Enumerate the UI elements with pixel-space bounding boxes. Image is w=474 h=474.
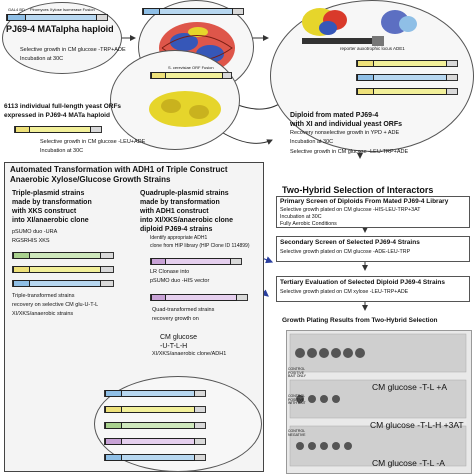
quad-plasmid-5 [104, 454, 206, 461]
arrow-mid-2 [217, 129, 273, 145]
gal4-bd-label: GAL4 BD [8, 7, 25, 12]
primary-body-2: Fully Aerobic Conditions [280, 221, 337, 227]
col1-title-2: with XKS construct [12, 208, 77, 215]
diploid-title: Diploid from mated PJ69-4 [290, 112, 379, 119]
orf-fusion-label: S. cerevisiae ORF Fusion [168, 65, 214, 70]
col1-title-3: into XI/anaerobic clone [12, 217, 89, 224]
col1-body-3: recovery on selective CM glu-U-T-L [12, 302, 99, 308]
orf-library-label-2: expressed in PJ69-4 MATa haploid [4, 112, 110, 119]
col1-plasmid-b [12, 266, 114, 273]
mata-selection: Selective growth in CM glucose -LEU+ADE [40, 139, 146, 145]
col2-title-3: into XI/XKS/anaerobic clone [140, 217, 233, 224]
col2-plasmid-b [150, 294, 248, 301]
col1-body-0: pSUMO duo -URA [12, 229, 58, 235]
mat-alpha-strain-label: PJ69-4 MATalpha haploid [6, 24, 114, 34]
panel-title-2: Anaerobic Xylose/Glucose Growth Strains [10, 175, 171, 184]
col1-plasmid-c [12, 280, 114, 287]
bd-plasmid-2 [142, 8, 244, 15]
col2-body-6: CM glucose [160, 334, 197, 341]
primary-body-0: Selective growth plated on CM glucose -H… [280, 207, 421, 213]
orf-protein-structure-icon [149, 91, 221, 127]
tertiary-screen-box [276, 276, 470, 302]
bd-plasmid-r1 [356, 74, 458, 81]
diploid-recovery: Recovery nonselective growth in YPD + AD… [290, 130, 400, 136]
plate-spots [289, 333, 467, 467]
col1-title-1: made by transformation [12, 199, 92, 206]
control-label-2: CONTROL NEGATIVE [288, 429, 306, 437]
col2-body-4: Quad-transformed strains [152, 307, 215, 313]
mata-incubation: Incubation at 30C [40, 148, 84, 154]
plate-row-label-1: CM glucose -T-L-H +3AT [370, 420, 464, 430]
col1-body-1: RGSRHIS XKS [12, 238, 50, 244]
col2-body-2: LR Clonase into [150, 269, 190, 275]
secondary-body: Selective growth plated on CM glucose -A… [280, 249, 411, 255]
col2-title-1: made by transformation [140, 199, 220, 206]
bait-prey-complex-icon [302, 8, 417, 36]
quad-plasmid-4 [104, 438, 206, 445]
plate-row-label-2: CM glucose -T-L -A [372, 458, 445, 468]
tertiary-title: Tertiary Evaluation of Selected Diploid … [280, 279, 445, 286]
ad-plasmid-2 [14, 126, 102, 133]
primary-screen-box [276, 196, 470, 228]
quad-plasmid-2 [104, 406, 206, 413]
primary-body-1: Incubation at 30C [280, 214, 322, 220]
mat-alpha-incubation: Incubation at 30C [20, 56, 64, 62]
dna-strand [302, 38, 372, 44]
orf-library-label: 6113 individual full-length yeast ORFs [4, 103, 122, 110]
xi-fusion-label: Piromyces Xylose Isomerase Fusion [30, 7, 95, 12]
col2-title-2: with ADH1 construct [140, 208, 209, 215]
col2-body-3: pSUMO duo -HIS vector [150, 278, 210, 284]
col1-plasmid-a [12, 252, 114, 259]
col2-body-8: XI/XKS/anaerobic clone/ADH1 [152, 351, 227, 357]
plating-title: Growth Plating Results from Two-Hybrid S… [282, 317, 438, 324]
reporter-label: reporter auxotrophic locus ADE1 [340, 46, 405, 51]
quad-plasmid-3 [104, 422, 206, 429]
col2-body-0: Identify appropriate ADH1 [150, 235, 208, 241]
control-label-0: CONTROL POSITIVE BAIT ONLY [288, 367, 306, 379]
reporter-gene-arrow-icon [372, 36, 384, 46]
bd-plasmid-1 [6, 14, 108, 21]
diploid-selection: Selective growth in CM glucose -LEU-TRP+… [290, 149, 409, 155]
mat-alpha-selection: Selective growth in CM glucose -TRP+ADE [20, 47, 126, 53]
quad-plasmid-1 [104, 390, 206, 397]
col2-subtitle: diploid PJ69-4 strains [140, 226, 213, 233]
col2-body-1: clone from HIP library (HIP Clone ID 114… [150, 243, 250, 249]
two-hybrid-title: Two-Hybrid Selection of Interactors [282, 185, 434, 195]
control-label-1: CONTROL POSITIVE WITH BAIT [288, 394, 306, 406]
ad-plasmid-r2 [356, 88, 458, 95]
panel-title-1: Automated Transformation with ADH1 of Tr… [10, 165, 228, 174]
col2-plasmid-a [150, 258, 242, 265]
col2-body-7: -U-T-L-H [160, 343, 188, 350]
ad-plasmid-r1 [356, 60, 458, 67]
col1-title-0: Triple-plasmid strains [12, 190, 85, 197]
diploid-title-2: with XI and individual yeast ORFs [290, 121, 403, 128]
mat-alpha-cell [2, 2, 122, 74]
col1-body-2: Triple-transformed strains [12, 293, 75, 299]
tertiary-body: Selective growth plated on CM xylose -LE… [280, 289, 409, 295]
col2-body-5: recovery growth on [152, 316, 199, 322]
plate-row-label-0: CM glucose -T-L +A [372, 382, 448, 392]
col1-body-4: XI/XKS/anaerobic strains [12, 311, 74, 317]
secondary-screen-box [276, 236, 470, 262]
col2-title-0: Quadruple-plasmid strains [140, 190, 229, 197]
diploid-incubation: Incubation at 30C [290, 139, 334, 145]
primary-title: Primary Screen of Diploids From Mated PJ… [280, 198, 449, 205]
secondary-title: Secondary Screen of Selected PJ69-4 Stra… [280, 239, 420, 246]
ad-plasmid-1 [150, 72, 232, 79]
